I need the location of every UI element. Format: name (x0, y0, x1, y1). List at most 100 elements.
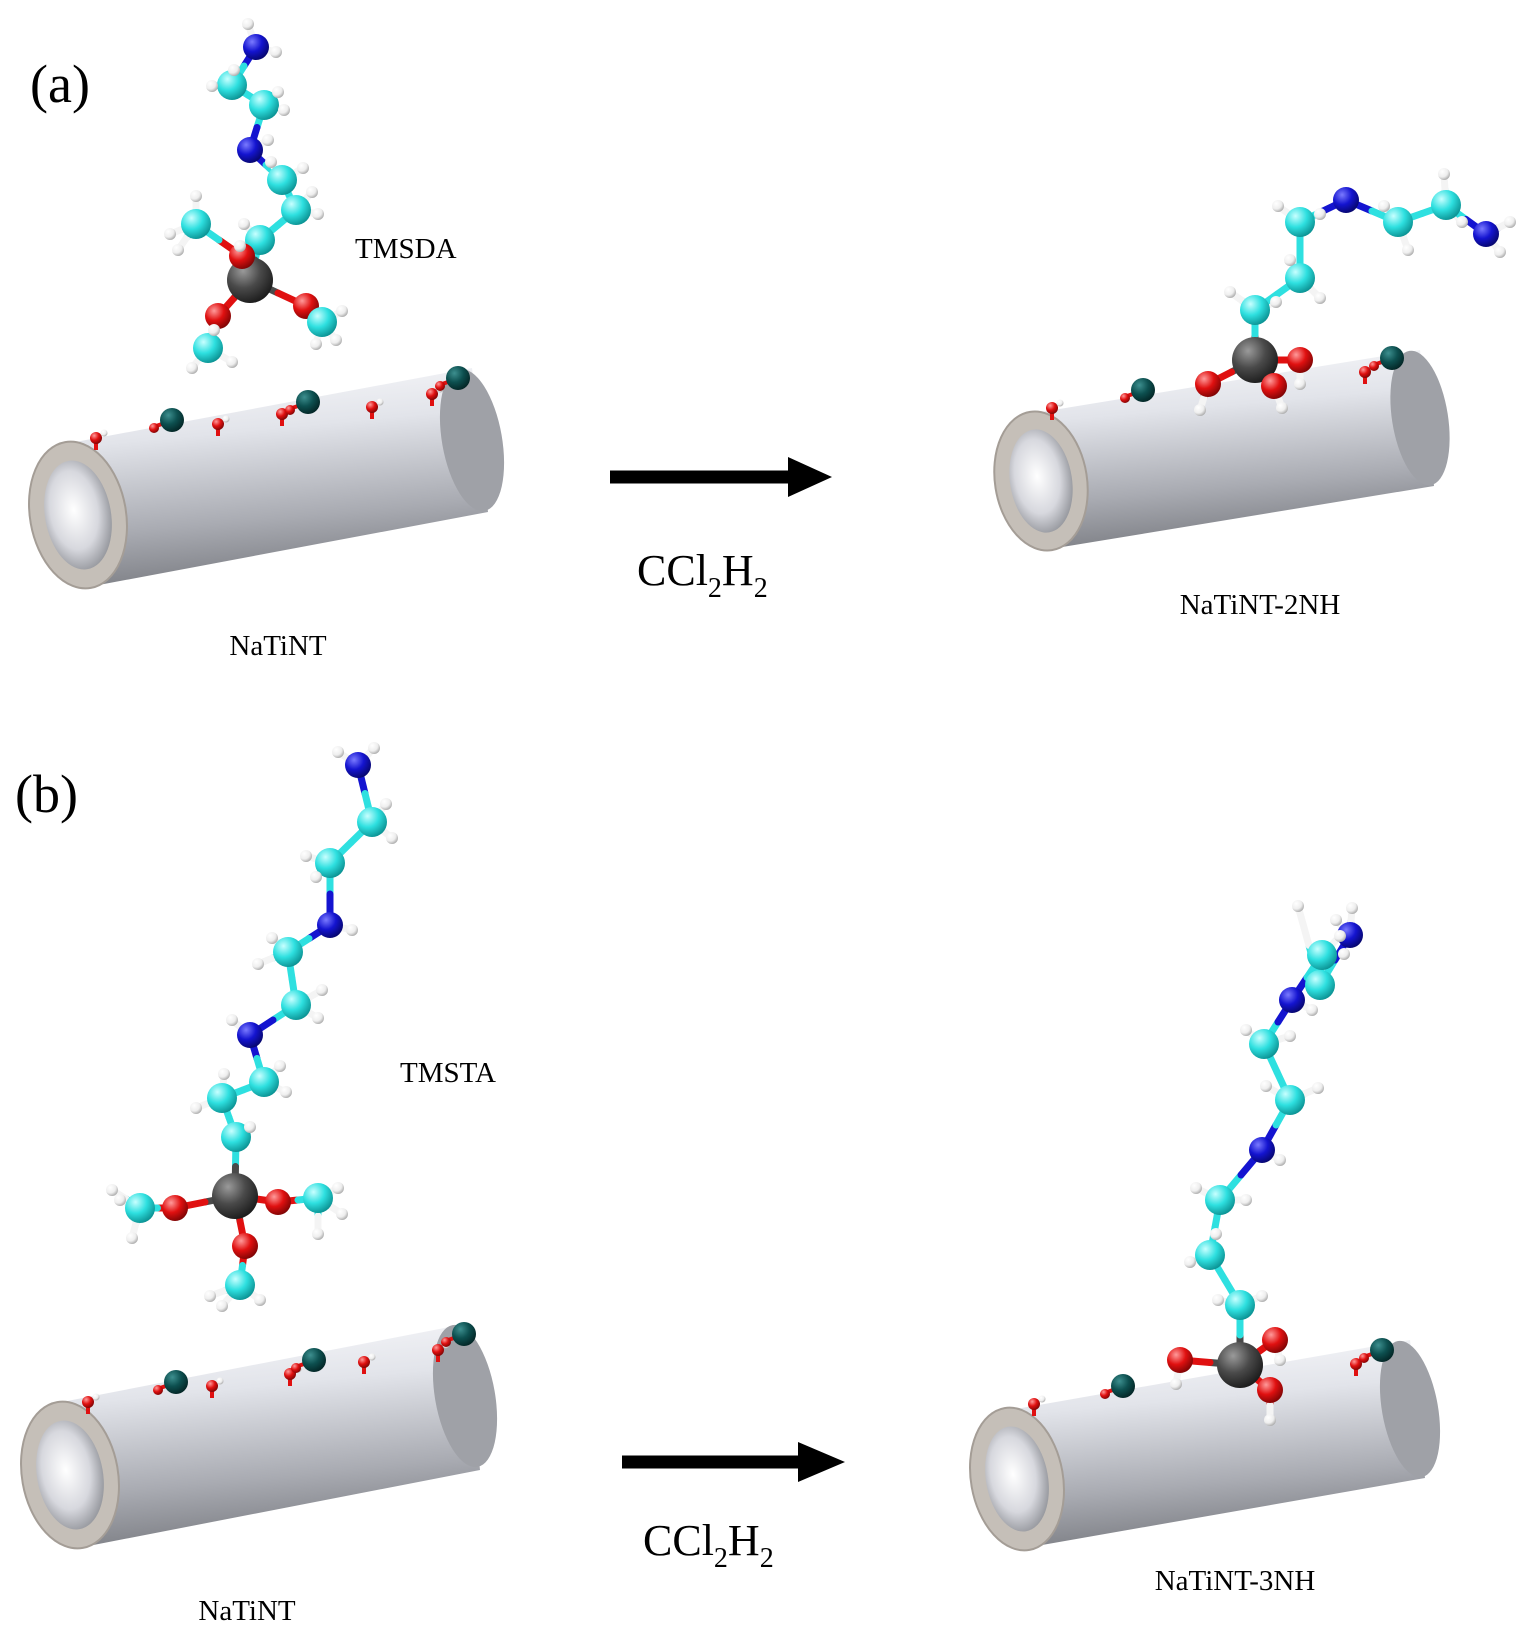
sodium-atom (1131, 378, 1155, 402)
natint-3nh-molecule (1167, 900, 1363, 1426)
atom-o (1262, 1327, 1288, 1353)
atom-h (270, 46, 282, 58)
surface-oxygen (1350, 1358, 1362, 1370)
atom-c (315, 848, 345, 878)
bond (1294, 902, 1313, 949)
atom-si (1217, 1342, 1263, 1388)
atom-h (306, 186, 318, 198)
surface-oxygen (206, 1380, 218, 1392)
atom-h (1272, 200, 1284, 212)
atom-h (226, 356, 238, 368)
surface-oxygen (1046, 402, 1058, 414)
atom-h (204, 1290, 216, 1302)
surface-oxygen (435, 381, 445, 391)
atom-c (245, 225, 275, 255)
atom-c (217, 70, 247, 100)
atom-h (336, 305, 348, 317)
atom-h (1276, 402, 1288, 414)
atom-h (1494, 246, 1506, 258)
surface-hydrogen (1056, 399, 1064, 407)
surface-oxygen (432, 1344, 444, 1356)
atom-c (181, 209, 211, 239)
atom-c (1285, 263, 1315, 293)
atom-h (1170, 1378, 1182, 1390)
atom-c (1285, 207, 1315, 237)
atom-n (317, 912, 343, 938)
atom-h (218, 1068, 230, 1080)
atom-h (380, 798, 392, 810)
atom-c (281, 990, 311, 1020)
surface-hydrogen (1038, 1395, 1046, 1403)
surface-oxygen (1100, 1389, 1110, 1399)
atom-o (1195, 371, 1221, 397)
substrate-label-b1: NaTiNT (198, 1595, 296, 1627)
surface-oxygen (90, 432, 102, 444)
sodium-atom (160, 408, 184, 432)
atom-c (1205, 1185, 1235, 1215)
atom-h (1284, 254, 1296, 266)
atom-o (1287, 347, 1313, 373)
surface-hydrogen (92, 1393, 100, 1401)
atom-h (238, 218, 250, 230)
atom-h (332, 1182, 344, 1194)
atom-h (330, 334, 342, 346)
sodium-atom (296, 390, 320, 414)
atom-h (1504, 216, 1516, 228)
substrate-tube-a1 (28, 368, 505, 590)
surface-oxygen (153, 1385, 163, 1395)
sodium-atom (452, 1322, 476, 1346)
product-tube-b (969, 1340, 1441, 1552)
atom-n (1473, 221, 1499, 247)
atom-c (1431, 190, 1461, 220)
atom-h (1224, 286, 1236, 298)
atom-h (1338, 948, 1350, 960)
solvent-label-b: CCl2H2 (643, 1516, 774, 1574)
atom-n (1337, 922, 1363, 948)
atom-c (303, 1183, 333, 1213)
atom-o (1261, 373, 1287, 399)
atom-c (249, 90, 279, 120)
atom-c (1383, 207, 1413, 237)
atom-h (262, 134, 274, 146)
sodium-atom (1370, 1338, 1394, 1362)
surface-oxygen (441, 1337, 451, 1347)
atom-h (244, 1121, 256, 1133)
atom-h (1294, 378, 1306, 390)
atom-c (1249, 1029, 1279, 1059)
surface-oxygen (366, 401, 378, 413)
surface-hydrogen (368, 1353, 376, 1361)
atom-h (190, 1102, 202, 1114)
atom-h (1194, 404, 1206, 416)
atom-h (1306, 1004, 1318, 1016)
atom-c (281, 195, 311, 225)
surface-oxygen (1359, 1353, 1369, 1363)
atom-h (312, 208, 324, 220)
atom-h (368, 742, 380, 754)
atom-n (1279, 987, 1305, 1013)
panel-b-label: (b) (15, 764, 78, 824)
atom-h (312, 1228, 324, 1240)
atom-n (345, 752, 371, 778)
panel-b: (b) NaTiNT TMSTA CCl2H2 NaTiNT-3NH (15, 742, 1441, 1627)
surface-oxygen (358, 1356, 370, 1368)
atom-h (1378, 200, 1390, 212)
atom-h (234, 240, 246, 252)
atom-o (232, 1233, 258, 1259)
atom-h (300, 850, 312, 862)
panel-a-label: (a) (30, 54, 90, 114)
surface-oxygen (426, 388, 438, 400)
atom-h (312, 1012, 324, 1024)
atom-h (265, 156, 277, 168)
atom-c (221, 1122, 251, 1152)
sodium-atom (1111, 1374, 1135, 1398)
surface-groups-a2 (1046, 346, 1404, 420)
atom-h (274, 1060, 286, 1072)
atom-h (1190, 1182, 1202, 1194)
atom-o (205, 303, 231, 329)
atom-h (1270, 296, 1282, 308)
atom-c (207, 1083, 237, 1113)
atom-c (357, 807, 387, 837)
atom-h (278, 104, 290, 116)
atom-h (310, 871, 322, 883)
